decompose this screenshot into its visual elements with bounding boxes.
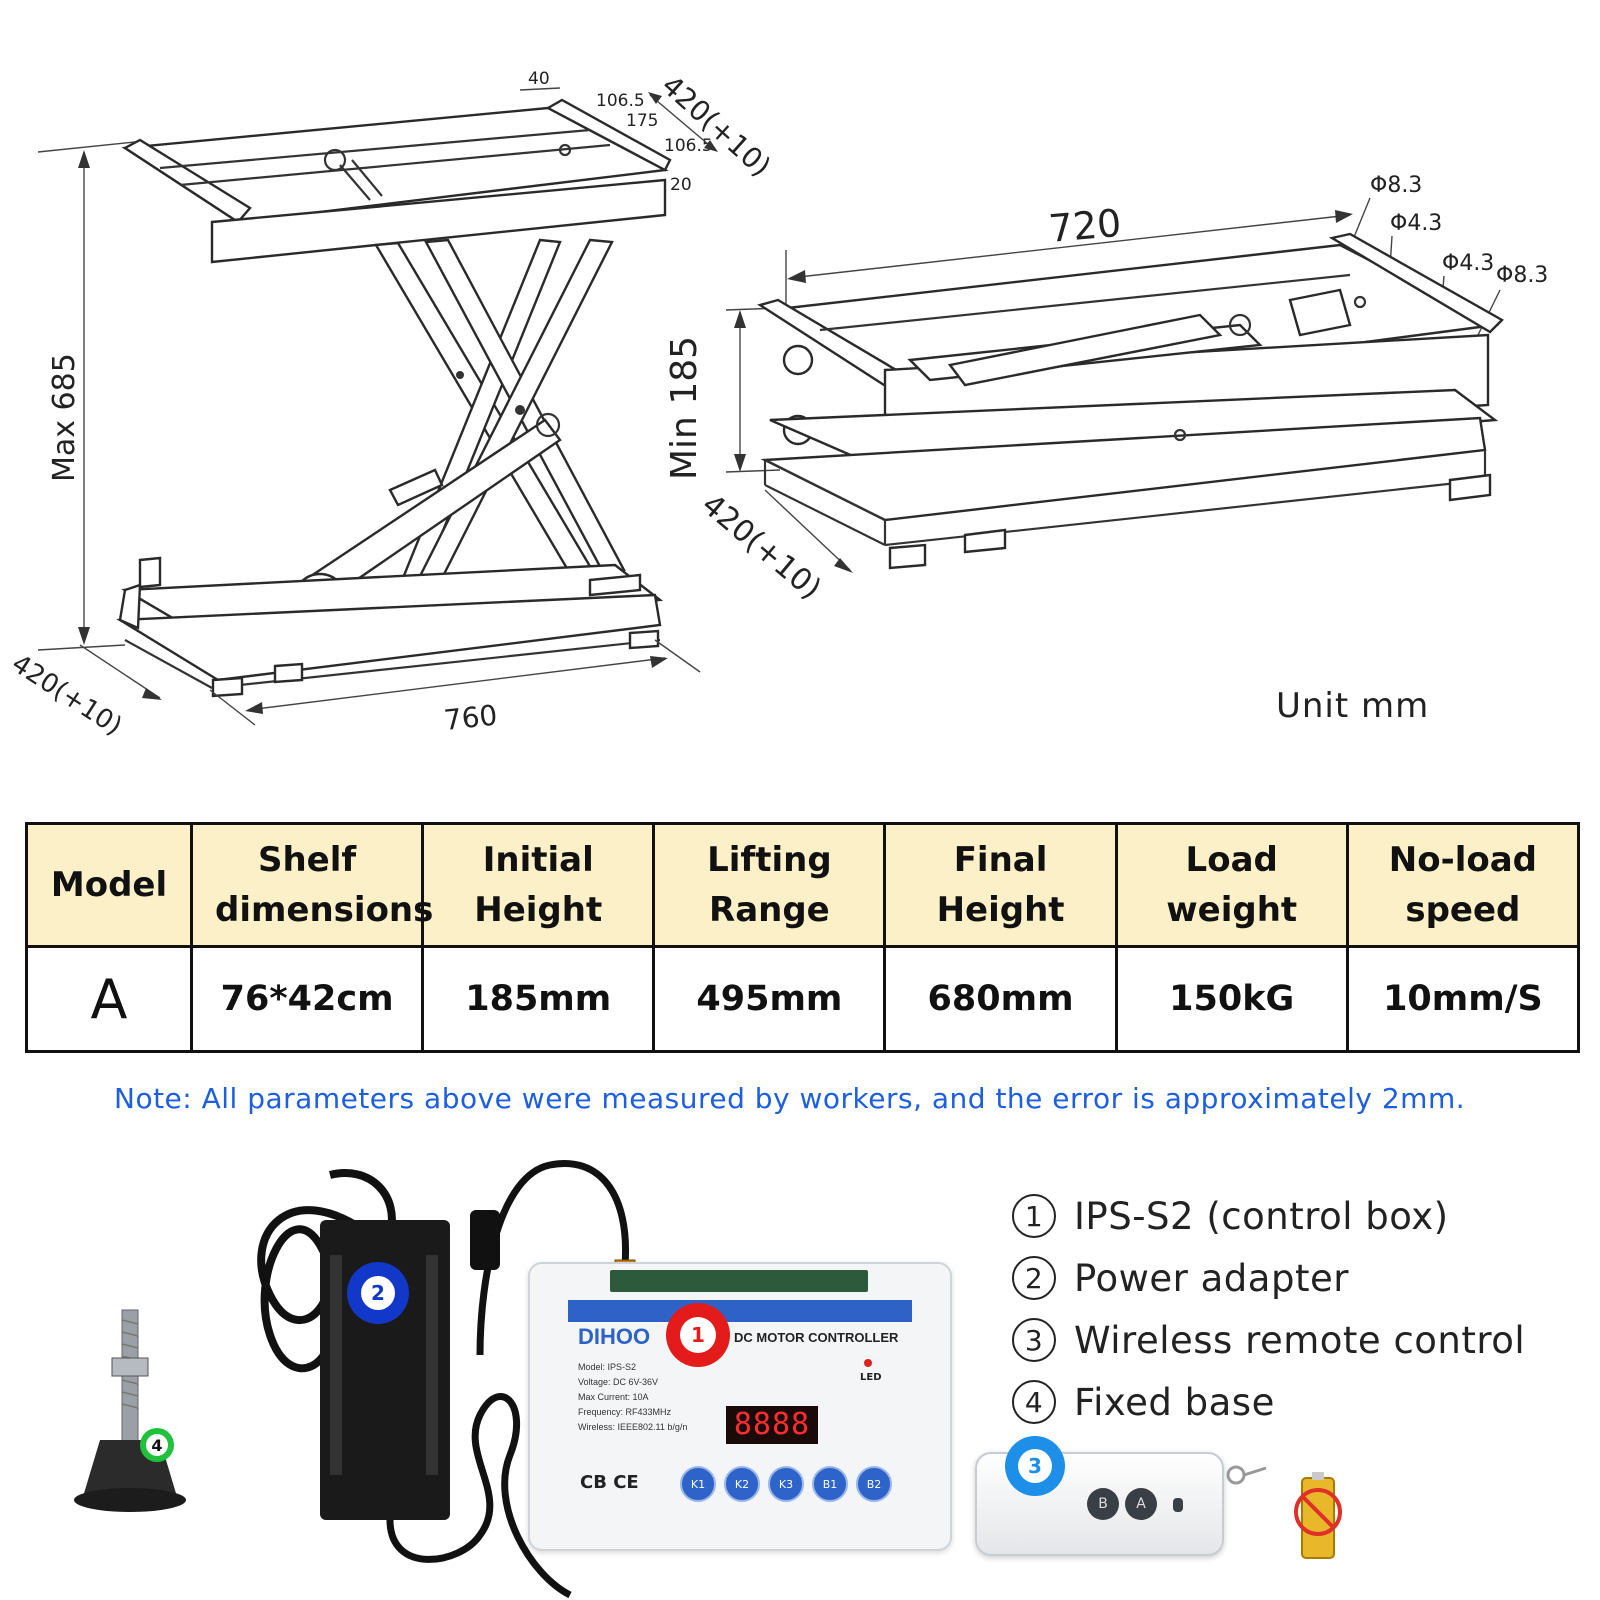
legend-label-1: IPS-S2 (control box) <box>1074 1194 1449 1238</box>
badge-1-number: 1 <box>680 1317 716 1353</box>
legend-item-control-box: 1 IPS-S2 (control box) <box>1012 1185 1525 1247</box>
cell-no-load-speed: 10mm/S <box>1345 945 1581 1053</box>
table-row: A 76*42cm 185mm 495mm 680mm 150kG 10mm/S <box>25 945 1581 1053</box>
hole-c-label: Φ4.3 <box>1442 251 1494 276</box>
badge-4-number: 4 <box>146 1434 168 1456</box>
legend-item-fixed-base: 4 Fixed base <box>1012 1371 1525 1433</box>
badge-2-number: 2 <box>361 1276 395 1310</box>
button-b1[interactable]: B1 <box>812 1466 848 1502</box>
badge-3: 3 <box>1005 1436 1065 1496</box>
min-height-label: Min 185 <box>664 336 705 480</box>
table-header-row: Model Shelf dimensions Initial Height Li… <box>25 822 1581 948</box>
button-k2[interactable]: K2 <box>724 1466 760 1502</box>
unit-label: Unit mm <box>1276 686 1430 726</box>
hole-a-label: Φ8.3 <box>1370 173 1422 198</box>
cell-initial-height: 185mm <box>421 945 656 1053</box>
legend-num-3: 3 <box>1012 1318 1056 1362</box>
badge-2: 2 <box>347 1262 409 1324</box>
battery-not-included-icon <box>1294 1472 1342 1559</box>
remote-button-a[interactable]: A <box>1125 1488 1157 1520</box>
cell-shelf-dimensions: 76*42cm <box>189 945 425 1053</box>
legend-num-2: 2 <box>1012 1256 1056 1300</box>
keyring-icon <box>1226 1465 1267 1485</box>
controller-title: DC MOTOR CONTROLLER <box>734 1330 899 1345</box>
header-model: Model <box>25 822 193 948</box>
spec-current: Max Current: 10A <box>578 1392 649 1402</box>
dim-20-label: 20 <box>670 175 692 195</box>
header-final-height: Final Height <box>883 822 1118 948</box>
measurement-note: Note: All parameters above were measured… <box>114 1082 1466 1115</box>
header-load-weight: Load weight <box>1114 822 1349 948</box>
remote-button-b[interactable]: B <box>1087 1488 1119 1520</box>
controller-specs: Model: IPS-S2 Voltage: DC 6V-36V Max Cur… <box>578 1360 687 1435</box>
hole-d-label: Φ8.3 <box>1496 263 1548 288</box>
legend-label-2: Power adapter <box>1074 1256 1349 1300</box>
spec-voltage: Voltage: DC 6V-36V <box>578 1377 659 1387</box>
legend-item-power-adapter: 2 Power adapter <box>1012 1247 1525 1309</box>
cert-marks: CB CE <box>580 1472 639 1493</box>
dim-175-label: 175 <box>626 111 658 131</box>
hole-b-label: Φ4.3 <box>1390 211 1442 236</box>
terminal-strip <box>610 1270 868 1292</box>
header-lifting-range: Lifting Range <box>652 822 887 948</box>
spec-table: Model Shelf dimensions Initial Height Li… <box>25 822 1581 1053</box>
legend-label-4: Fixed base <box>1074 1380 1275 1424</box>
badge-4: 4 <box>140 1428 174 1462</box>
controller-box: DIHOO DC MOTOR CONTROLLER Model: IPS-S2 … <box>528 1262 952 1551</box>
badge-1: 1 <box>666 1303 730 1367</box>
legend-num-1: 1 <box>1012 1194 1056 1238</box>
led-label: LED <box>860 1372 882 1383</box>
remote-indicator <box>1173 1498 1183 1512</box>
cell-model: A <box>25 945 193 1053</box>
spec-frequency: Frequency: RF433MHz <box>578 1407 672 1417</box>
dim-106-5-a-label: 106.5 <box>596 91 645 111</box>
button-k1[interactable]: K1 <box>680 1466 716 1502</box>
button-k3[interactable]: K3 <box>768 1466 804 1502</box>
cell-lifting-range: 495mm <box>652 945 887 1053</box>
fixed-base-image <box>74 1309 186 1512</box>
component-legend: 1 IPS-S2 (control box) 2 Power adapter 3… <box>1012 1185 1525 1433</box>
header-no-load-speed: No-load speed <box>1345 822 1581 948</box>
length-label: 720 <box>1047 201 1123 251</box>
max-height-label: Max 685 <box>47 353 82 482</box>
controller-brand: DIHOO <box>578 1324 651 1349</box>
legend-num-4: 4 <box>1012 1380 1056 1424</box>
led-indicator <box>864 1359 872 1367</box>
controller-display: 8888 <box>726 1406 818 1444</box>
controller-buttons: K1 K2 K3 B1 B2 <box>680 1466 892 1502</box>
header-initial-height: Initial Height <box>421 822 656 948</box>
width-label: 760 <box>442 699 499 737</box>
bottom-depth-label: 420(+10) <box>6 649 127 742</box>
spec-wireless: Wireless: IEEE802.11 b/g/n <box>578 1422 688 1432</box>
cell-final-height: 680mm <box>883 945 1118 1053</box>
button-b2[interactable]: B2 <box>856 1466 892 1502</box>
dim-40-label: 40 <box>528 69 550 89</box>
header-shelf-dimensions: Shelf dimensions <box>189 822 433 948</box>
lift-collapsed-drawing: 720 Φ8.3 Φ4.3 Φ4.3 Φ8.3 Min 185 420(+10) <box>664 173 1548 607</box>
badge-3-number: 3 <box>1018 1449 1052 1483</box>
dim-106-5-b-label: 106.5 <box>664 136 713 156</box>
cell-load-weight: 150kG <box>1114 945 1349 1053</box>
legend-item-remote: 3 Wireless remote control <box>1012 1309 1525 1371</box>
controller-header-bar <box>568 1300 912 1322</box>
lift-extended-drawing: Max 685 760 420(+10) 40 106.5 175 106.5 <box>6 69 777 742</box>
legend-label-3: Wireless remote control <box>1074 1318 1526 1362</box>
spec-model: Model: IPS-S2 <box>578 1362 637 1372</box>
